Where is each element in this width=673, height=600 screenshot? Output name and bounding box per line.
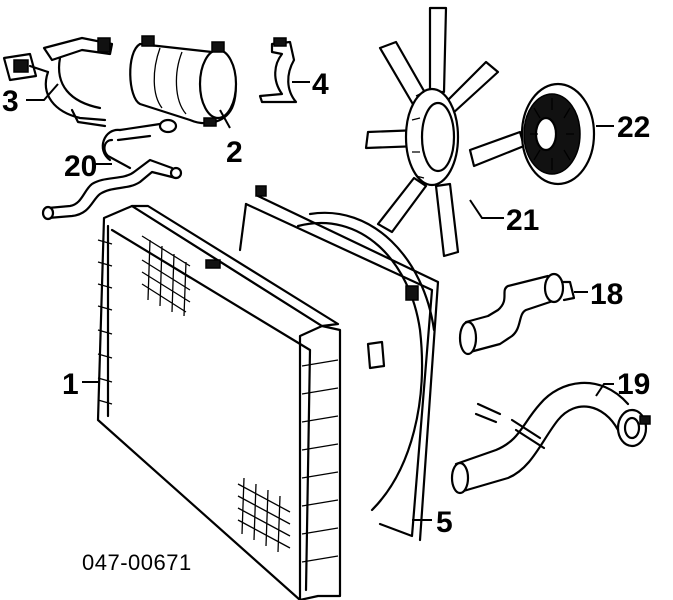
callout-21: 21 bbox=[506, 204, 539, 237]
bracket-part-4 bbox=[258, 37, 298, 104]
callout-3: 3 bbox=[2, 85, 19, 118]
upper-hose-part-18 bbox=[458, 272, 576, 356]
callout-1: 1 bbox=[62, 368, 79, 401]
callout-18: 18 bbox=[590, 278, 623, 311]
diagram-code: 047-00671 bbox=[82, 550, 192, 575]
callout-19: 19 bbox=[617, 368, 650, 401]
clutch-part-22 bbox=[520, 82, 596, 186]
fan-part-21 bbox=[364, 6, 526, 258]
callout-22: 22 bbox=[617, 111, 650, 144]
radiator-part-1 bbox=[96, 204, 386, 600]
leader-lines bbox=[26, 81, 614, 521]
callout-20: 20 bbox=[64, 150, 97, 183]
callout-5: 5 bbox=[436, 506, 453, 539]
shroud-part-5 bbox=[238, 185, 440, 542]
hose-part-20 bbox=[41, 118, 183, 221]
callout-4: 4 bbox=[312, 68, 329, 101]
bracket-part-3 bbox=[2, 36, 114, 128]
callout-2: 2 bbox=[226, 136, 243, 169]
reservoir-part-2 bbox=[129, 35, 238, 127]
